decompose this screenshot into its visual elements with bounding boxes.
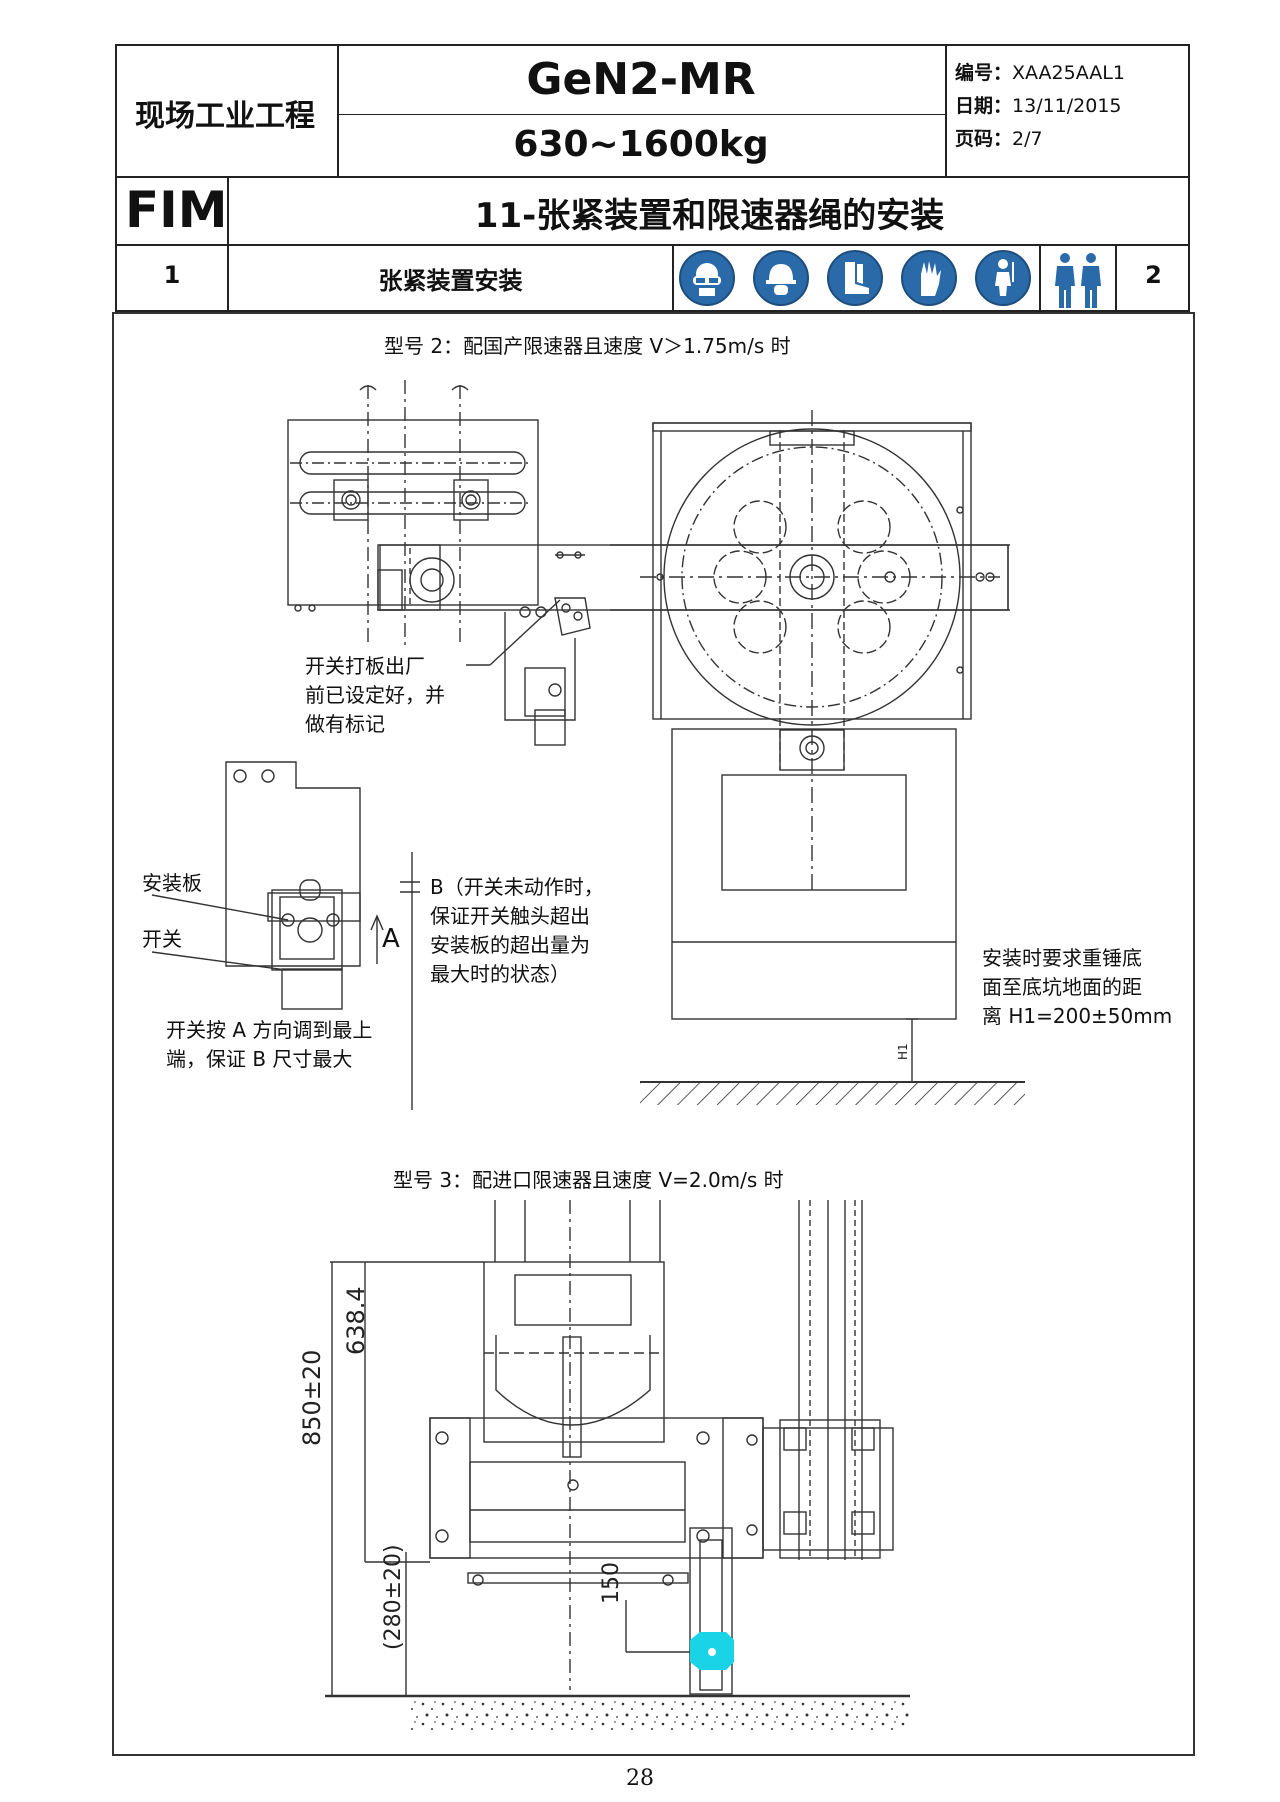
mount-plate-label: 安装板 xyxy=(142,871,202,895)
divider xyxy=(1115,244,1117,312)
divider xyxy=(117,176,1190,178)
switch-plate-detail xyxy=(151,761,420,1110)
dim-150-label: 150 xyxy=(599,1562,624,1604)
safety-harness-icon xyxy=(975,250,1031,306)
doc-code: 编号：XAA25AAL1 xyxy=(955,58,1125,85)
two-persons-icon xyxy=(1047,250,1109,314)
dimension-b-note: B（开关未动作时， 保证开关触头超出 安装板的超出量为 最大时的状态） xyxy=(430,873,604,989)
bracket-assembly xyxy=(287,380,1009,746)
dimension-b-note-line: 最大时的状态） xyxy=(430,962,570,986)
page-label: 页码： xyxy=(955,128,1013,150)
tension-wheel xyxy=(610,410,1010,1082)
adjust-note-line: 开关按 A 方向调到最上 xyxy=(166,1018,373,1042)
switch-plate-note-line: 开关打板出厂 xyxy=(305,654,425,678)
date-label: 日期： xyxy=(955,95,1013,117)
page-number: 28 xyxy=(626,1766,654,1791)
weight-height-note-line: 安装时要求重锤底 xyxy=(982,946,1142,970)
divider xyxy=(337,114,945,115)
dimension-b-note-line: 安装板的超出量为 xyxy=(430,933,590,957)
dim-lower-label: (280±20) xyxy=(381,1544,406,1650)
department-label: 现场工业工程 xyxy=(135,99,315,134)
hard-hat-icon xyxy=(753,250,809,306)
adjust-note: 开关按 A 方向调到最上 端，保证 B 尺寸最大 xyxy=(166,1016,372,1074)
divider xyxy=(117,244,1190,246)
switch-label: 开关 xyxy=(142,927,182,951)
divider xyxy=(337,46,339,176)
persons-count: 2 xyxy=(1145,261,1162,289)
switch-plate-note-line: 做有标记 xyxy=(305,712,385,736)
page-value: 2/7 xyxy=(1012,128,1043,150)
divider xyxy=(672,244,674,312)
code-label: 编号： xyxy=(955,62,1013,84)
capacity-title: 630~1600kg xyxy=(513,124,769,165)
weight-height-note: 安装时要求重锤底 面至底坑地面的距 离 H1=200±50mm xyxy=(982,944,1172,1031)
weight-height-note-line: 离 H1=200±50mm xyxy=(982,1004,1173,1028)
date-value: 13/11/2015 xyxy=(1012,95,1122,117)
adjust-note-line: 端，保证 B 尺寸最大 xyxy=(166,1047,353,1071)
switch-plate-note: 开关打板出厂 前已设定好，并 做有标记 xyxy=(305,652,445,739)
safety-boots-icon xyxy=(827,250,883,306)
section-title: 11-张紧装置和限速器绳的安装 xyxy=(474,196,945,236)
header-table: 现场工业工程 GeN2-MR 630~1600kg 编号：XAA25AAL1 日… xyxy=(115,44,1190,312)
switch-plate-note-line: 前已设定好，并 xyxy=(305,683,445,707)
direction-a-label: A xyxy=(382,924,400,954)
doc-date: 日期：13/11/2015 xyxy=(955,91,1122,118)
diagram1-caption: 型号 2：配国产限速器且速度 V＞1.75m/s 时 xyxy=(384,334,791,358)
step-number: 1 xyxy=(163,261,181,289)
divider xyxy=(945,46,947,176)
dimension-b-note-line: B（开关未动作时， xyxy=(430,875,604,899)
safety-goggles-icon xyxy=(679,250,735,306)
weight-height-note-line: 面至底坑地面的距 xyxy=(982,975,1142,999)
manual-code: FIM xyxy=(125,181,228,239)
dim-upper-label: 638.4 xyxy=(342,1286,370,1355)
protective-gloves-icon xyxy=(901,250,957,306)
doc-page: 页码：2/7 xyxy=(955,124,1043,151)
dim-total-label: 850±20 xyxy=(298,1350,326,1446)
step-title: 张紧装置安装 xyxy=(378,267,523,295)
ground-fill xyxy=(410,1698,910,1732)
h1-dimension-label: H1 xyxy=(896,1043,910,1060)
drawing-frame xyxy=(112,312,1195,1756)
divider xyxy=(1039,244,1041,312)
model-title: GeN2-MR xyxy=(526,54,756,105)
dimension-b-note-line: 保证开关触头超出 xyxy=(430,904,590,928)
code-value: XAA25AAL1 xyxy=(1012,62,1125,84)
diagram2-caption: 型号 3：配进口限速器且速度 V=2.0m/s 时 xyxy=(393,1168,784,1192)
